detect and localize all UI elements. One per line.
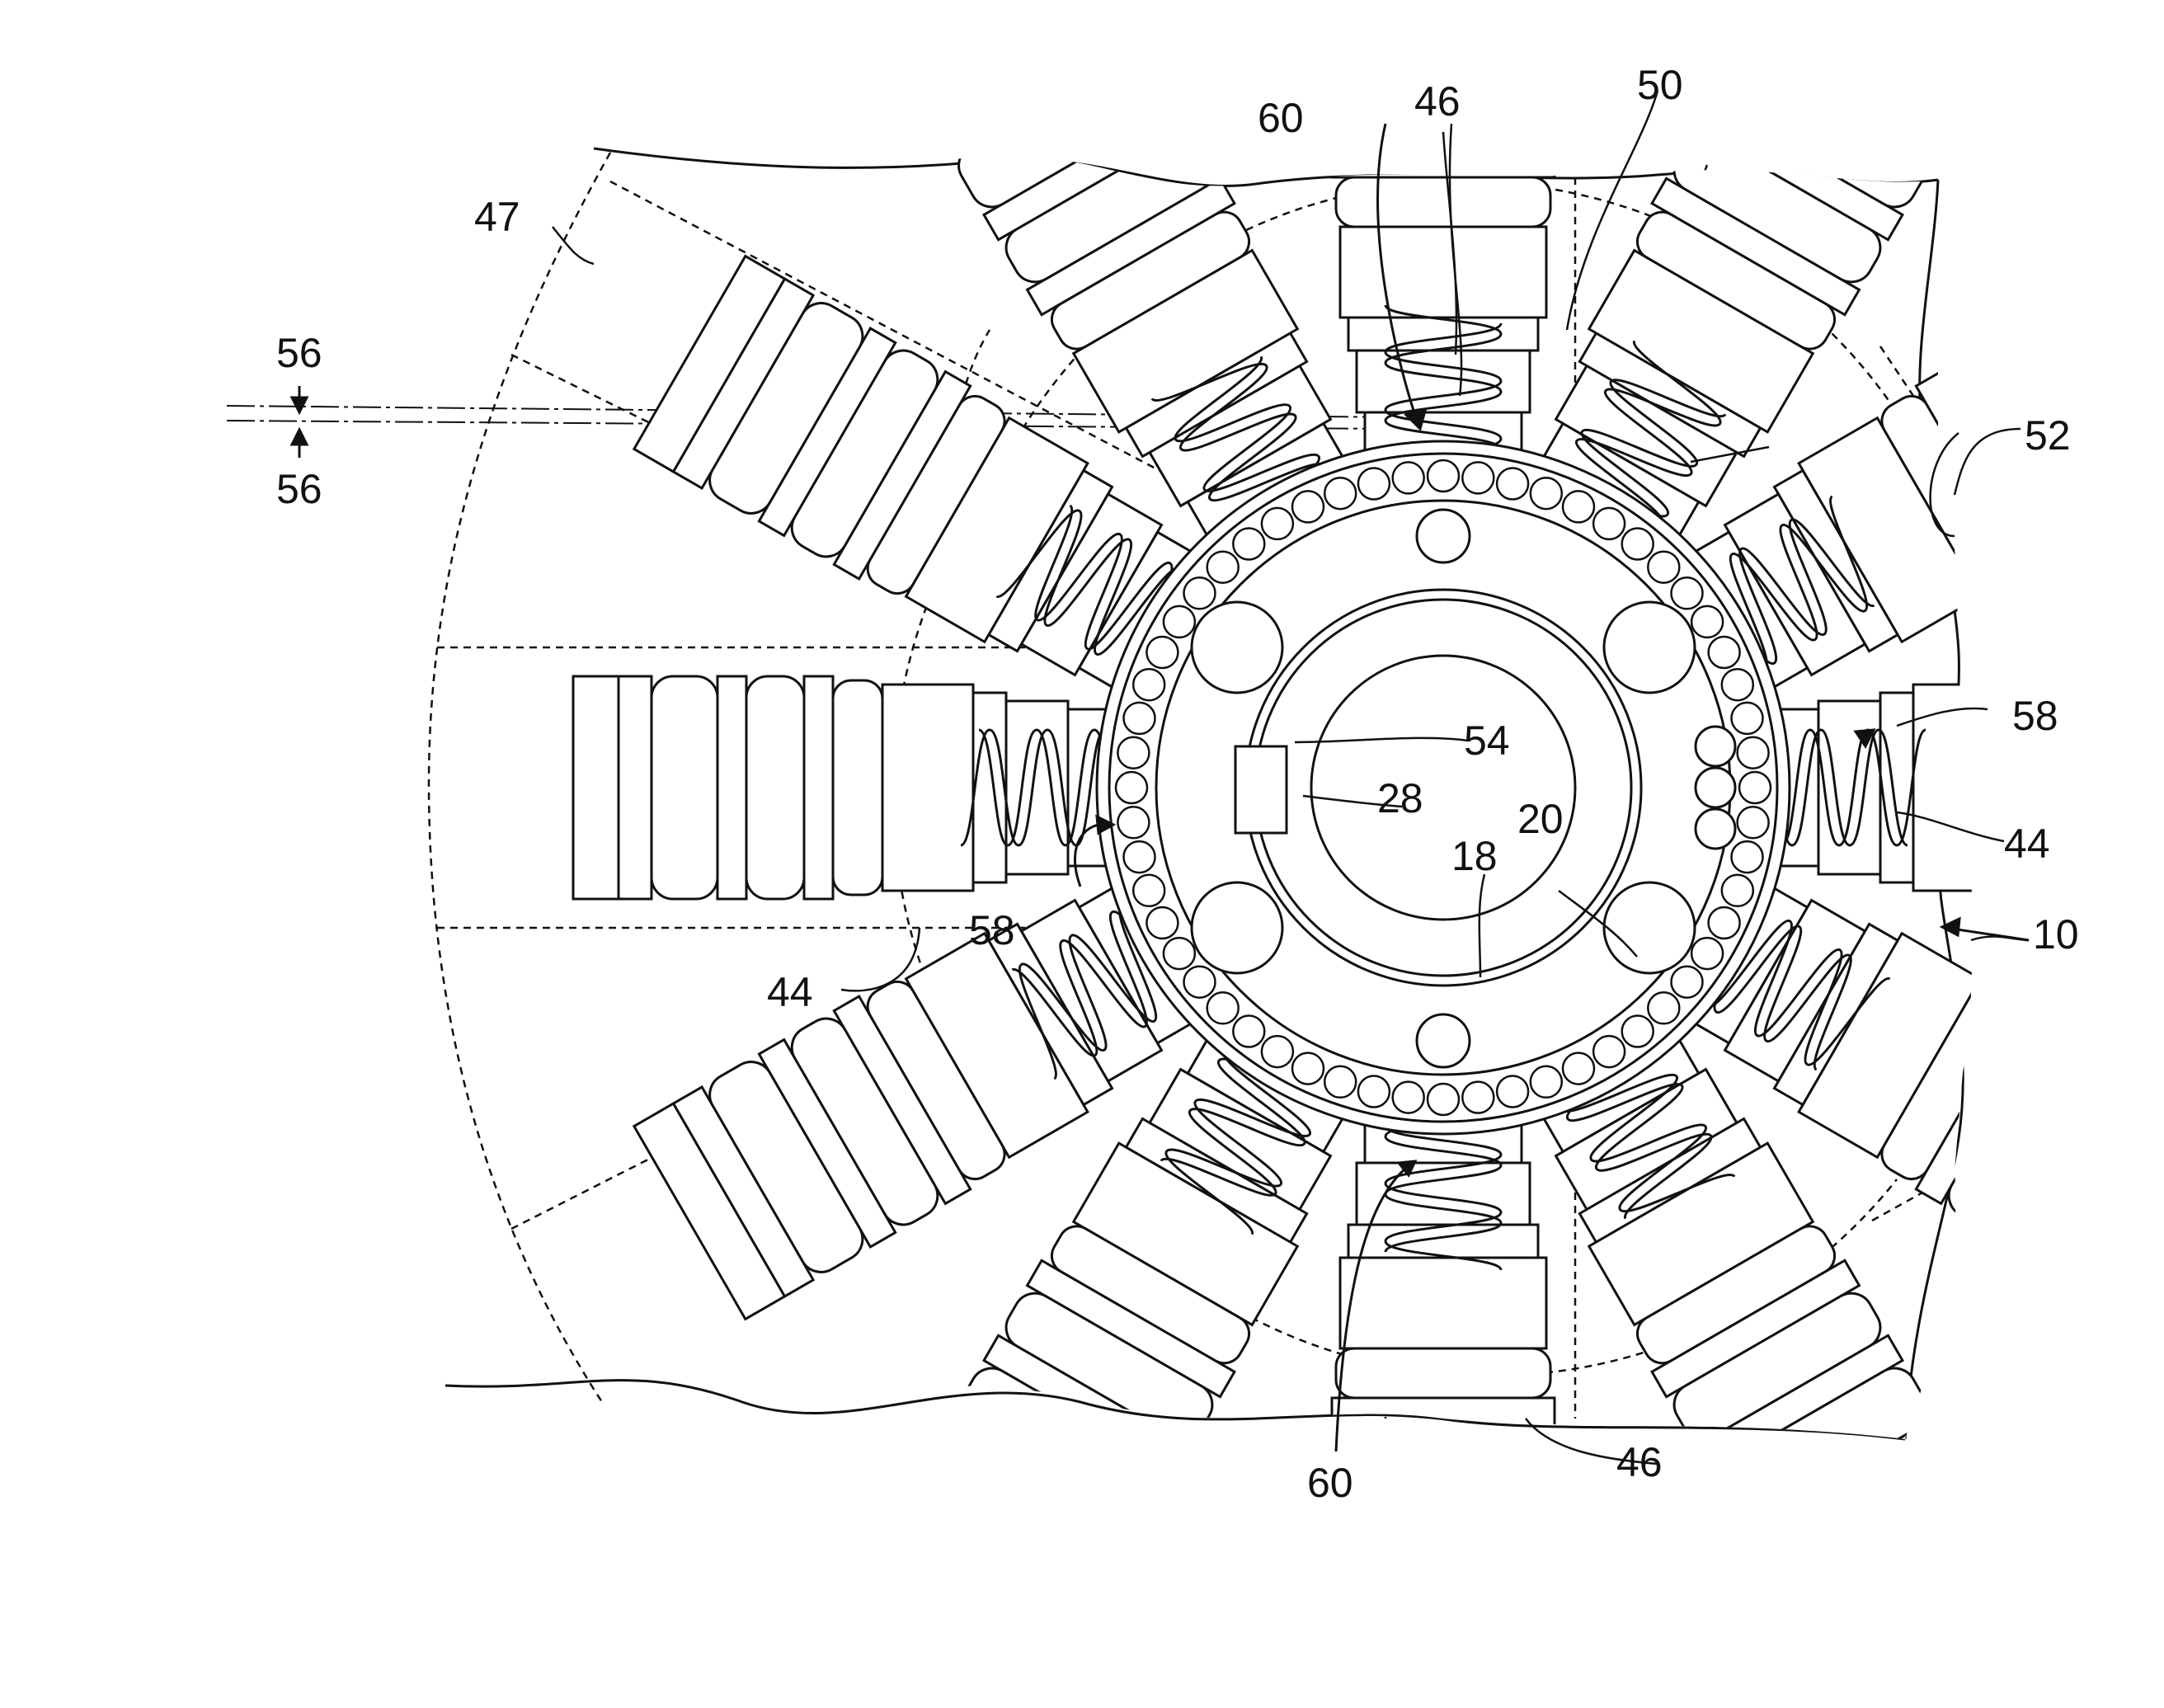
bearing-ball: [1497, 1076, 1528, 1108]
ref-58-left: 58: [969, 907, 1015, 953]
ref-54: 54: [1464, 718, 1510, 764]
bearing-ball: [1732, 841, 1763, 873]
bearing-ball: [1117, 737, 1149, 769]
bearing-ball: [1672, 967, 1703, 998]
small-hole-r3: [1696, 809, 1735, 849]
small-hole-r1: [1696, 727, 1735, 766]
port-lower-left: [1192, 882, 1282, 973]
ref-58-right: 58: [2012, 693, 2058, 739]
bearing-ball: [1164, 938, 1195, 969]
bearing-ball: [1672, 577, 1703, 609]
bearing-ball: [1709, 907, 1740, 939]
ref-46-top: 46: [1414, 78, 1461, 125]
ref-44-right: 44: [2004, 821, 2050, 867]
bearing-ball: [1117, 807, 1149, 838]
bearing-ball: [1738, 807, 1769, 838]
bearing-ball: [1563, 491, 1594, 522]
bearing-ball: [1233, 1016, 1264, 1047]
bearing-ball: [1393, 1082, 1424, 1113]
bearing-ball: [1358, 1076, 1390, 1108]
ref-56-bottom: 56: [276, 466, 322, 512]
bearing-ball: [1462, 462, 1494, 493]
bearing-ball: [1497, 468, 1528, 500]
ref-44-left: 44: [767, 969, 813, 1015]
port-upper-left: [1192, 602, 1282, 693]
bearing-ball: [1648, 552, 1679, 583]
bearing-ball: [1393, 462, 1424, 493]
bearing-ball: [1648, 992, 1679, 1023]
bearing-ball: [1233, 529, 1264, 560]
ref-50: 50: [1637, 62, 1683, 108]
bearing-ball: [1722, 669, 1753, 700]
bearing-ball: [1133, 669, 1164, 700]
port-upper-right: [1604, 602, 1695, 693]
bearing-ball: [1292, 491, 1324, 522]
bearing-ball: [1428, 460, 1459, 492]
bearing-ball: [1739, 772, 1771, 803]
bearing-ball: [1428, 1084, 1459, 1115]
bearing-ball: [1124, 703, 1155, 734]
bearing-ball: [1116, 772, 1147, 803]
ref-46-bottom: 46: [1616, 1439, 1663, 1485]
bearing-ball: [1207, 552, 1239, 583]
bearing-ball: [1262, 508, 1293, 539]
bearing-ball: [1184, 967, 1216, 998]
bearing-ball: [1324, 478, 1356, 509]
bearing-ball: [1732, 703, 1763, 734]
shaft-18: [1311, 656, 1575, 920]
rotor-assembly: [1097, 441, 1790, 1134]
bearing-ball: [1691, 938, 1723, 969]
bearing-ball: [1593, 508, 1625, 539]
bearing-ball: [1324, 1066, 1356, 1098]
small-hole-r2: [1696, 768, 1735, 807]
bearing-ball: [1292, 1053, 1324, 1085]
ref-18: 18: [1451, 833, 1498, 879]
bearing-ball: [1622, 1016, 1654, 1047]
ref-56-top: 56: [276, 330, 322, 376]
bearing-ball: [1563, 1053, 1594, 1085]
ref-60-top: 60: [1258, 95, 1304, 141]
bearing-ball: [1358, 468, 1390, 500]
bolt-hole-bottom: [1417, 1014, 1470, 1067]
bearing-ball: [1207, 992, 1239, 1023]
bearing-ball: [1124, 841, 1155, 873]
ref-20: 20: [1517, 796, 1564, 842]
bearing-ball: [1262, 1036, 1293, 1067]
ref-52: 52: [2025, 412, 2071, 459]
bearing-ball: [1593, 1036, 1625, 1067]
bearing-ball: [1146, 907, 1178, 939]
bolt-hole-top: [1417, 510, 1470, 562]
bearing-ball: [1184, 577, 1216, 609]
bearing-ball: [1164, 606, 1195, 638]
bearing-ball: [1531, 1066, 1562, 1098]
bearing-ball: [1146, 637, 1178, 668]
bearing-ball: [1462, 1082, 1494, 1113]
bearing-ball: [1738, 737, 1769, 769]
bearing-ball: [1622, 529, 1654, 560]
bearing-ball: [1709, 637, 1740, 668]
bearing-ball: [1722, 875, 1753, 906]
bearing-ball: [1691, 606, 1723, 638]
bearing-ball: [1531, 478, 1562, 509]
ref-28: 28: [1377, 775, 1423, 821]
ref-47: 47: [474, 194, 520, 240]
ref-60-bottom: 60: [1307, 1460, 1353, 1506]
ref-10: 10: [2033, 911, 2079, 958]
port-lower-right: [1604, 882, 1695, 973]
key-54: [1235, 746, 1287, 833]
bearing-ball: [1133, 875, 1164, 906]
